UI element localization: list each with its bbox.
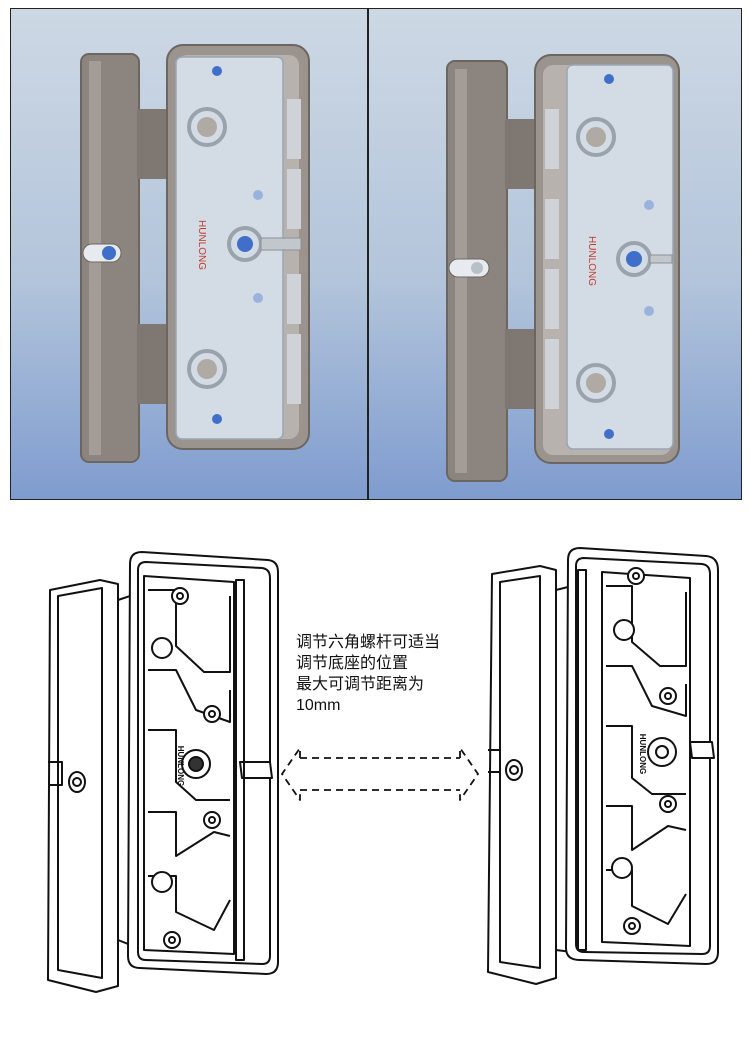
brand-mark-right: HUNLONG [586,236,597,286]
blue-dot-icon [253,293,263,303]
assembly-left [47,551,279,993]
blue-dot-icon [604,74,614,84]
adjust-screw-icon [616,241,673,277]
render-panel-right: HUNLONG [368,8,742,500]
brand-mark-drawing-right: HUNLONG [638,734,647,774]
blue-dot-icon [644,200,654,210]
brand-mark-left: HUNLONG [196,220,207,270]
blue-dot-icon [253,190,263,200]
caption-line-4: 10mm [296,697,341,714]
caption-line-3: 最大可调节距离为 [296,676,425,693]
line-drawing: HUNLONG HUNLONG [47,547,719,993]
blue-dot-icon [212,414,222,424]
rib-plate [143,575,235,955]
brand-mark-drawing-left: HUNLONG [176,746,185,786]
adjustment-caption: 调节六角螺杆可适当 调节底座的位置 最大可调节距离为 10mm [296,632,496,716]
screw-hole-top-icon [187,107,227,147]
blue-dot-icon [212,66,222,76]
adjust-screw-icon [227,226,302,262]
adjust-range-arrow-icon [281,747,479,801]
render-panel-left: HUNLONG [10,8,368,500]
blue-dot-icon [604,429,614,439]
screw-hole-top-icon [576,117,616,157]
caption-line-1: 调节六角螺杆可适当 [296,634,441,651]
blue-dot-icon [644,306,654,316]
slot-pin-icon [102,246,116,260]
render-left-drawing: HUNLONG [80,44,310,463]
assembly-right [487,547,719,985]
caption-line-2: 调节底座的位置 [296,655,409,672]
rib-plate [601,571,691,947]
mount-frame [565,547,719,965]
render-right-drawing: HUNLONG [446,54,680,482]
screw-hole-bottom-icon [187,349,227,389]
screw-hole-bottom-icon [576,363,616,403]
